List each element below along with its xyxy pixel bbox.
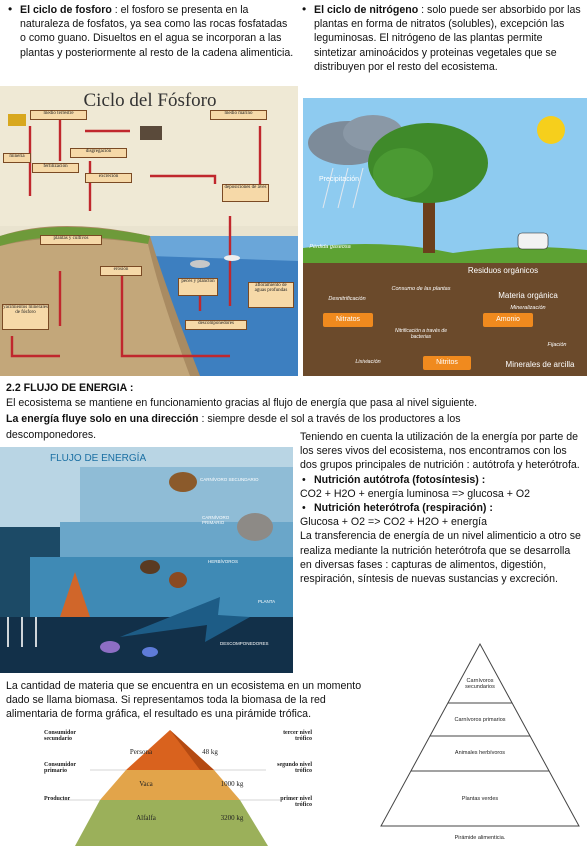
pyramid-right-label-2: segundo nivel trófico bbox=[277, 762, 312, 774]
label-medio-marino: medio marino bbox=[210, 110, 267, 120]
label-yacimientos: yacimientos minerales de fósforo bbox=[2, 304, 49, 330]
label-deposiciones-aves: deposiciones de aves bbox=[222, 184, 269, 202]
pyramid-tier-3-mass: 3200 kg bbox=[220, 814, 244, 822]
food-level-4: Plantas verdes bbox=[461, 796, 499, 802]
label-descomponedores: descomponedores bbox=[185, 320, 247, 330]
pyramid-left-label-2: Consumidor primario bbox=[44, 762, 76, 774]
label-medio-terrestre: medio terrestre bbox=[30, 110, 87, 120]
flow-label-descomponedores: DESCOMPONEDORES bbox=[220, 641, 269, 646]
label-mineria: mineria bbox=[3, 153, 31, 163]
nutrition-intro: Teniendo en cuenta la utilización de la … bbox=[300, 431, 580, 472]
section-heading: 2.2 FLUJO DE ENERGIA : bbox=[6, 382, 134, 394]
energy-para1: El ecosistema se mantiene en funcionamie… bbox=[6, 397, 478, 409]
label-fijacion: Fijación bbox=[547, 342, 567, 348]
label-disgregacion: disgregación bbox=[70, 148, 127, 158]
pyramid-left-label-1: Consumidor secundario bbox=[44, 730, 76, 742]
nutrition-text: Teniendo en cuenta la utilización de la … bbox=[300, 430, 584, 586]
pyramid-tier-1-name: Persona bbox=[129, 748, 153, 756]
label-nitritos: Nitritos bbox=[436, 359, 458, 366]
nitrogen-cycle-text: •El ciclo de nitrógeno : solo puede ser … bbox=[302, 2, 581, 73]
biomass-paragraph: La cantidad de materia que se encuentra … bbox=[6, 680, 362, 721]
energy-direction-bold: La energía fluye solo en una dirección bbox=[6, 413, 199, 425]
label-nitrificacion: Nitrificación a través de bacterias bbox=[395, 328, 447, 340]
energy-transfer-text: La transferencia de energía de un nivel … bbox=[300, 530, 581, 586]
pyramid-left-label-3: Productor bbox=[44, 796, 71, 802]
flow-label-carnivoro-primario: CARNÍVORO PRIMARIO bbox=[202, 515, 230, 525]
autotrophic-title: Nutrición autótrofa (fotosíntesis) : bbox=[314, 473, 486, 486]
label-precipitacion: Precipitación bbox=[318, 176, 360, 183]
food-pyramid-caption: Pirámide alimenticia. bbox=[454, 835, 506, 841]
energy-para2: La energía fluye solo en una dirección :… bbox=[6, 413, 461, 425]
phosphorus-cycle-text: •El ciclo de fosforo : el fosforo se pre… bbox=[8, 2, 294, 59]
heterotrophic-title: Nutrición heterótrofa (respiración) : bbox=[314, 502, 493, 515]
food-level-3: Animales herbívoros bbox=[454, 750, 506, 756]
phosphorus-title: Ciclo del Fósforo bbox=[83, 90, 217, 111]
phosphorus-cycle-diagram: Ciclo del Fósforo medio terrestre medio … bbox=[0, 86, 298, 376]
label-materia-organica: Materia orgánica bbox=[498, 291, 558, 300]
heterotrophic-equation: Glucosa + O2 => CO2 + H2O + energía bbox=[300, 516, 487, 529]
pyramid-tier-2-mass: 1000 kg bbox=[220, 780, 244, 788]
label-afloramiento: afloramiento de aguas profundas bbox=[248, 282, 294, 308]
flow-title: FLUJO DE ENERGÍA bbox=[50, 453, 147, 464]
trophic-pyramid: Consumidor secundario Consumidor primari… bbox=[30, 728, 312, 848]
label-amonio: Amonio bbox=[496, 316, 520, 323]
food-level-2: Carnívoros primarios bbox=[454, 717, 506, 723]
label-minerales-arcilla: Minerales de arcilla bbox=[505, 360, 575, 369]
food-level-1: Carnívoros secundarios bbox=[465, 678, 495, 690]
flow-label-herbivoros: HERBÍVOROS bbox=[208, 559, 239, 564]
label-excrecion: excreción bbox=[85, 173, 132, 183]
label-peces-plancton: peces y plancton bbox=[178, 278, 218, 296]
label-perdida-gaseosa: Pérdida gaseosa bbox=[309, 244, 351, 250]
phosphorus-cycle-title: El ciclo de fosforo bbox=[20, 4, 112, 16]
autotrophic-equation: CO2 + H2O + energía luminosa => glucosa … bbox=[300, 487, 530, 500]
flow-label-planta: PLANTA bbox=[258, 599, 276, 604]
nitrogen-cycle-title: El ciclo de nitrógeno bbox=[314, 4, 419, 16]
nitrogen-cycle-diagram: Precipitación Residuos orgánicos Pérdida… bbox=[303, 98, 587, 376]
label-fertilizacion: fertilización bbox=[32, 163, 79, 173]
label-lixiviacion: Lixiviación bbox=[355, 359, 381, 365]
flow-label-carnivoro-secundario: CARNÍVORO SECUNDARIO bbox=[200, 477, 259, 482]
pyramid-right-label-3: primer nivel trófico bbox=[280, 796, 312, 808]
energy-para2-cont: descomponedores. bbox=[6, 429, 97, 441]
label-consumo: Consumo de las plantas bbox=[391, 286, 451, 292]
food-pyramid: Carnívoros secundarios Carnívoros primar… bbox=[373, 638, 587, 848]
label-plantas-cultivos: plantas y cultivos bbox=[40, 235, 102, 245]
label-residuos: Residuos orgánicos bbox=[467, 266, 539, 275]
label-nitratos: Nitratos bbox=[335, 316, 361, 323]
pyramid-tier-3-name: Alfalfa bbox=[136, 814, 156, 822]
label-erosion: erosión bbox=[100, 266, 142, 276]
label-desnitrificacion: Desnitrificación bbox=[328, 296, 366, 302]
pyramid-right-label-1: tercer nivel trófico bbox=[283, 730, 312, 742]
pyramid-tier-1-mass: 48 kg bbox=[202, 748, 218, 756]
pyramid-tier-2-name: Vaca bbox=[139, 780, 153, 788]
energy-flow-diagram: FLUJO DE ENERGÍA CARNÍVORO SECUNDARIO CA… bbox=[0, 447, 293, 673]
label-mineralizacion: Mineralización bbox=[510, 305, 546, 311]
